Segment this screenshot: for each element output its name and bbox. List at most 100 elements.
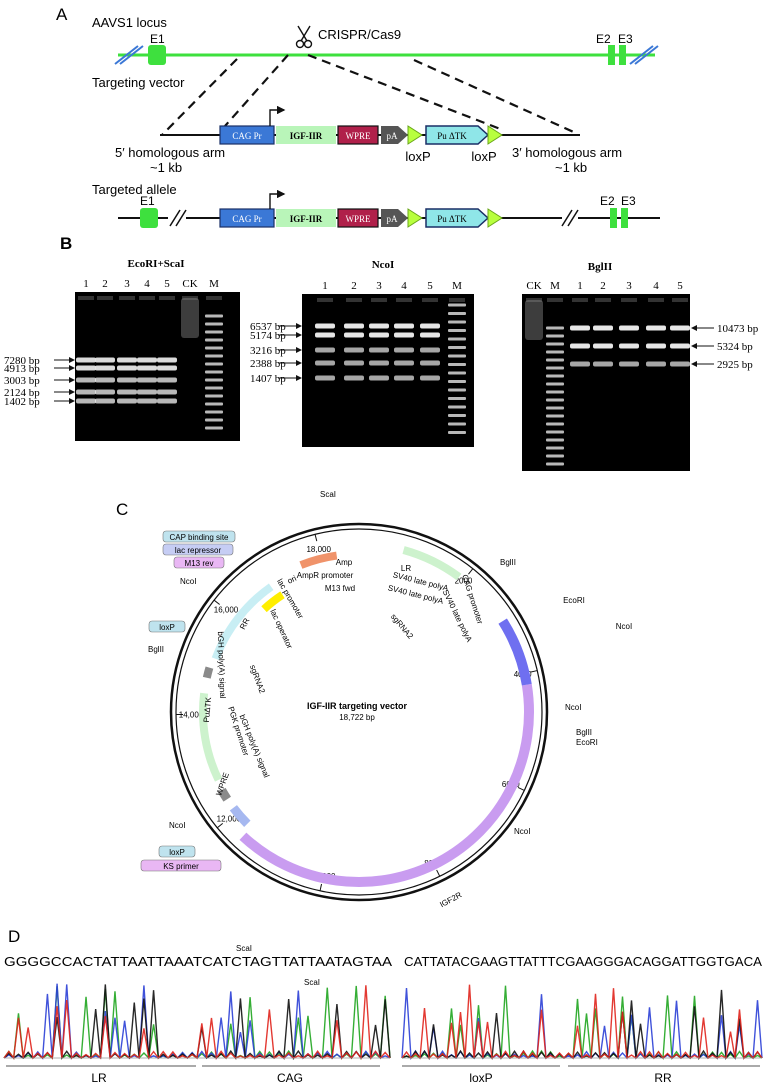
loxp-right	[487, 125, 503, 145]
band-size-label: 3216 bp	[250, 345, 286, 357]
gel-band	[394, 360, 414, 366]
gel-band	[137, 398, 157, 404]
allele-cag-box	[219, 208, 275, 228]
gel-band	[137, 389, 157, 395]
locus-break-right-2	[634, 45, 659, 65]
gel-band	[117, 357, 137, 363]
tag-box-ks	[140, 859, 222, 872]
gel-band	[315, 360, 335, 366]
ladder-band	[546, 374, 564, 378]
gel-well	[346, 298, 362, 302]
tick-mark	[530, 670, 538, 673]
allele-e3-label: E3	[621, 194, 636, 208]
allele-e2-label: E2	[600, 194, 615, 208]
feature-label-sgrna2: sgRNA2	[248, 664, 267, 696]
ladder-band	[546, 462, 564, 466]
homology-dash-3	[307, 53, 504, 132]
panel-a-letter: A	[56, 5, 68, 24]
trace-g	[401, 989, 763, 1061]
exon-e2	[608, 45, 615, 65]
lane-label: 1	[83, 278, 89, 290]
feature-label-putk: PuΔTK	[202, 696, 213, 723]
gel-band	[344, 347, 364, 353]
wpre-label: WPRE	[345, 131, 371, 141]
ladder-band	[546, 342, 564, 346]
tick-mark	[468, 568, 474, 575]
gel-band	[420, 375, 440, 381]
wpre-box	[337, 125, 379, 145]
gel-band	[344, 360, 364, 366]
gel-band	[157, 365, 177, 371]
backbone-outer	[169, 522, 549, 902]
plasmid-title: IGF-IIR targeting vector	[307, 701, 408, 711]
rr-label-d: RR	[654, 1071, 672, 1085]
gel-band	[95, 365, 115, 371]
panel-b-letter: B	[60, 234, 72, 253]
putk-box	[425, 125, 490, 145]
restriction-site-scai: ScaI	[236, 944, 252, 953]
gel-band	[117, 389, 137, 395]
ladder-band	[205, 410, 223, 414]
lr-label: LR	[91, 1071, 107, 1085]
band-size-label: 3003 bp	[4, 375, 40, 387]
gel-band	[646, 343, 666, 349]
ladder-band	[448, 414, 466, 417]
ladder-band	[546, 414, 564, 418]
gel-band	[593, 361, 613, 367]
wpre-arc	[229, 805, 251, 827]
gel2-title: NcoI	[372, 259, 395, 271]
gel2-image	[302, 294, 474, 447]
gel-band	[369, 332, 389, 338]
exon-e2-label: E2	[596, 32, 611, 46]
gel-well	[422, 298, 438, 302]
gel-band	[76, 365, 96, 371]
tag-box-loxp	[158, 845, 196, 858]
gel1-bands	[76, 296, 223, 430]
ladder-band	[546, 334, 564, 338]
gel-well	[526, 298, 542, 302]
arm3-size: ~1 kb	[555, 160, 587, 175]
homology-dash-4	[413, 58, 579, 136]
ladder-band	[448, 380, 466, 383]
gel-band	[369, 375, 389, 381]
sequence-left: GGGGCCACTATTAATTAAATCATCTAGTTATTAATAGTAA	[4, 955, 393, 969]
band-size-label: 1407 bp	[250, 373, 286, 385]
exon-e3-label: E3	[618, 32, 633, 46]
allele-wpre-label: WPRE	[345, 214, 371, 224]
gel-band	[369, 360, 389, 366]
allele-igf-label: IGF-IIR	[290, 214, 323, 224]
tick-mark	[314, 534, 318, 542]
gel-well	[396, 298, 412, 302]
band-size-label: 5174 bp	[250, 330, 286, 342]
rr-arc	[211, 583, 274, 661]
gel-band	[117, 398, 137, 404]
gel2-bands	[315, 298, 466, 434]
putk-label: Pu ΔTK	[437, 131, 467, 141]
ladder-band	[205, 314, 223, 318]
restriction-site-scai: ScaI	[304, 978, 320, 987]
exon-e1	[148, 45, 166, 65]
ladder-band	[546, 422, 564, 426]
gel-band	[593, 343, 613, 349]
locus-break-right	[629, 45, 654, 65]
feature-label-lr: LR	[401, 564, 411, 573]
trace-a	[401, 985, 763, 1060]
restriction-site-ncoi: NcoI	[169, 821, 185, 830]
ladder-band	[448, 397, 466, 400]
gel3-bands	[525, 298, 690, 466]
restriction-site-ncoi: NcoI	[180, 577, 196, 586]
lane-label: CK	[182, 278, 197, 290]
promoter-arrow	[269, 105, 286, 126]
tag-label-lac_rep: lac repressor	[175, 546, 222, 555]
gel-band	[670, 343, 690, 349]
amp-arc	[299, 551, 338, 569]
gel-band	[157, 389, 177, 395]
ladder-band	[205, 418, 223, 422]
lane-label: 5	[677, 280, 683, 292]
gel-well	[182, 296, 198, 300]
feature-label-m13fwd: M13 fwd	[325, 584, 355, 593]
gel-band	[619, 361, 639, 367]
